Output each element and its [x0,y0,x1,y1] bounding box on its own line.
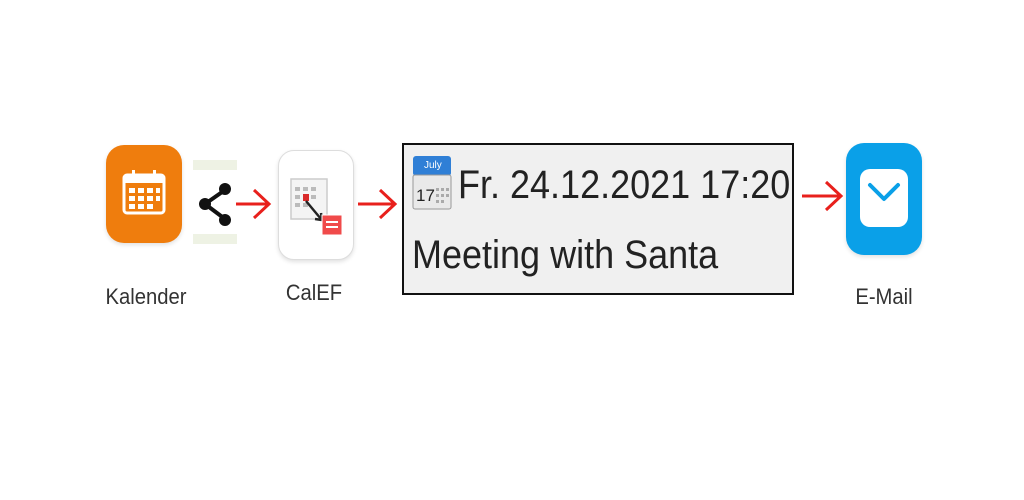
kalender-app-icon [106,145,182,243]
kalender-label: Kalender [105,284,187,309]
arrow-1 [236,188,272,220]
arrow-2 [358,188,398,220]
calendar-month: July [424,160,442,171]
calef-label: CalEF [285,280,343,305]
envelope-icon [860,169,908,227]
event-card: July 17 Fr. 24.12.2021 17:20 Meeting wit… [402,143,794,295]
calef-icon [290,178,343,236]
event-date: Fr. 24.12.2021 17:20 [458,163,791,207]
calendar-icon [122,170,166,215]
email-app-icon [846,143,922,255]
calef-app-icon [278,150,354,260]
event-title: Meeting with Santa [412,233,719,277]
email-label: E-Mail [855,284,913,309]
calendar-date-icon: July 17 [412,155,452,211]
share-node [193,160,237,244]
share-icon [199,183,231,226]
arrow-3 [802,180,844,212]
calendar-day: 17 [416,186,435,205]
